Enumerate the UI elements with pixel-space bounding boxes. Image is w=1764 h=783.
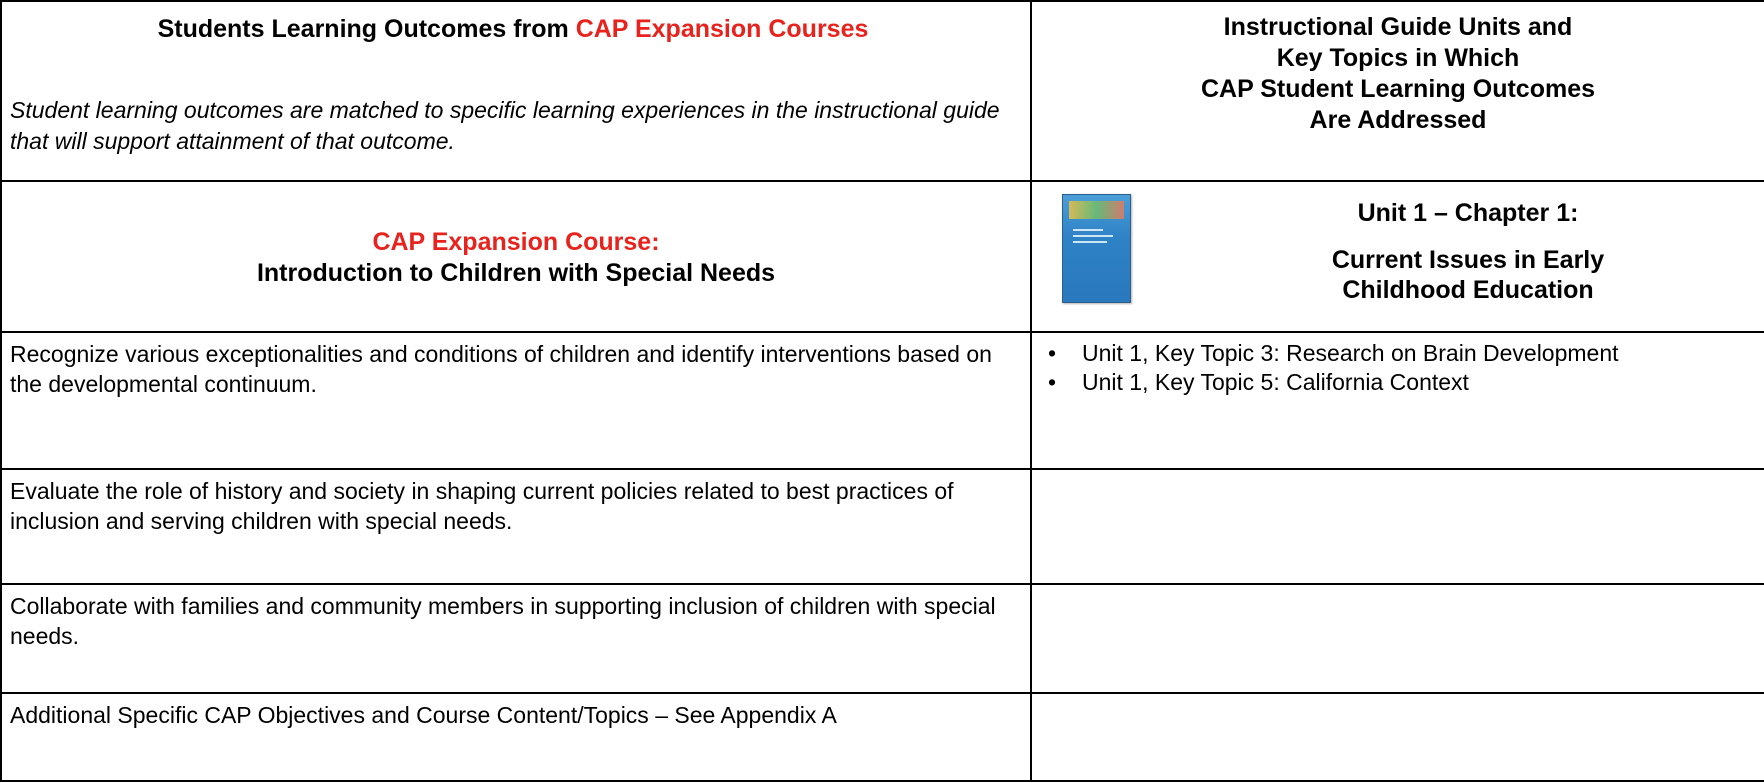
left-header-title: Students Learning Outcomes from CAP Expa… <box>10 15 1016 44</box>
outcome-cell: Recognize various exceptionalities and c… <box>0 331 1032 470</box>
course-label: CAP Expansion Course: <box>372 228 660 256</box>
header-right-cell: Instructional Guide Units and Key Topics… <box>1030 0 1764 182</box>
header-left-cell: Students Learning Outcomes from CAP Expa… <box>0 0 1032 182</box>
header-row: Students Learning Outcomes from CAP Expa… <box>0 0 1764 182</box>
topics-cell-empty <box>1030 583 1764 694</box>
left-header-title-prefix: Students Learning Outcomes from <box>157 15 576 43</box>
outcome-cell: Evaluate the role of history and society… <box>0 468 1032 585</box>
topics-list: Unit 1, Key Topic 3: Research on Brain D… <box>1032 339 1764 397</box>
unit-title-line-2: Childhood Education <box>1342 276 1594 304</box>
topic-item: Unit 1, Key Topic 3: Research on Brain D… <box>1032 339 1764 368</box>
book-cover-image <box>1062 194 1131 303</box>
unit-heading: Unit 1 – Chapter 1: Current Issues in Ea… <box>1172 198 1764 305</box>
unit-cell: Unit 1 – Chapter 1: Current Issues in Ea… <box>1030 180 1764 333</box>
topics-cell-empty <box>1030 468 1764 585</box>
table-row: Additional Specific CAP Objectives and C… <box>0 692 1764 782</box>
right-header-line-1: Instructional Guide Units and <box>1223 13 1573 41</box>
topics-cell: Unit 1, Key Topic 3: Research on Brain D… <box>1030 331 1764 470</box>
outcome-cell: Collaborate with families and community … <box>0 583 1032 694</box>
right-header-line-4: Are Addressed <box>1309 106 1487 134</box>
course-row: CAP Expansion Course: Introduction to Ch… <box>0 180 1764 333</box>
right-header-line-2: Key Topics in Which <box>1276 44 1520 72</box>
course-name: Introduction to Children with Special Ne… <box>256 259 776 287</box>
table-row: Evaluate the role of history and society… <box>0 468 1764 585</box>
left-header-description: Student learning outcomes are matched to… <box>10 97 1000 154</box>
topics-cell-empty <box>1030 692 1764 782</box>
topic-item: Unit 1, Key Topic 5: California Context <box>1032 368 1764 397</box>
table-row: Recognize various exceptionalities and c… <box>0 331 1764 470</box>
unit-chapter: Unit 1 – Chapter 1: <box>1357 199 1579 227</box>
table-row: Collaborate with families and community … <box>0 583 1764 694</box>
outcome-cell: Additional Specific CAP Objectives and C… <box>0 692 1032 782</box>
left-header-title-highlight: CAP Expansion Courses <box>575 15 869 43</box>
right-header-line-3: CAP Student Learning Outcomes <box>1200 75 1596 103</box>
unit-title-line-1: Current Issues in Early <box>1331 246 1605 274</box>
course-cell: CAP Expansion Course: Introduction to Ch… <box>0 180 1032 333</box>
